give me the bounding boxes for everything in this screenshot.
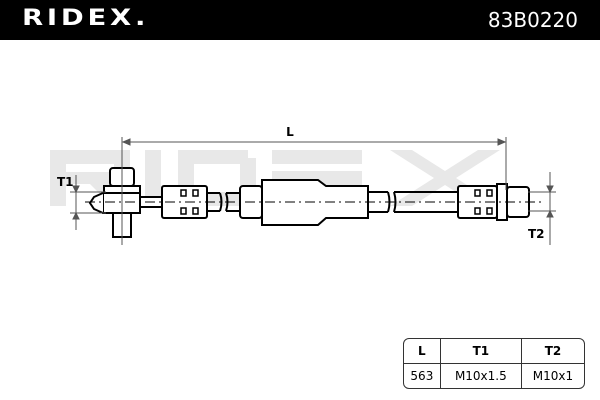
banjo-nose xyxy=(88,192,104,214)
value-t2: M10x1 xyxy=(532,369,574,383)
dimension-lines xyxy=(70,137,556,245)
col-t2-header: T2 xyxy=(521,339,584,364)
col-l-header: L xyxy=(404,339,441,364)
table-header-row: L T1 T2 xyxy=(404,339,584,364)
header-bar: RIDEX. 83B0220 xyxy=(0,0,600,40)
value-t1: M10x1.5 xyxy=(441,364,522,388)
dim-t1-label: T1 xyxy=(57,175,74,189)
crimp-marks xyxy=(180,189,493,215)
hose-left xyxy=(207,192,240,212)
brake-hose-diagram: L T1 T2 xyxy=(50,125,556,245)
col-t1-header: T1 xyxy=(440,339,522,364)
part-number: 83B0220 xyxy=(487,8,578,32)
dim-t2-label: T2 xyxy=(528,227,545,241)
dim-length-label: L xyxy=(286,125,294,139)
value-l: 563 xyxy=(404,364,441,388)
spec-table: L T1 T2 563 M10x1.5 M10x1 xyxy=(403,338,585,389)
table-row: 563 M10x1.5 M10x1 xyxy=(404,364,584,388)
brand-logo: RIDEX. xyxy=(22,6,150,31)
hose-right xyxy=(368,191,458,213)
